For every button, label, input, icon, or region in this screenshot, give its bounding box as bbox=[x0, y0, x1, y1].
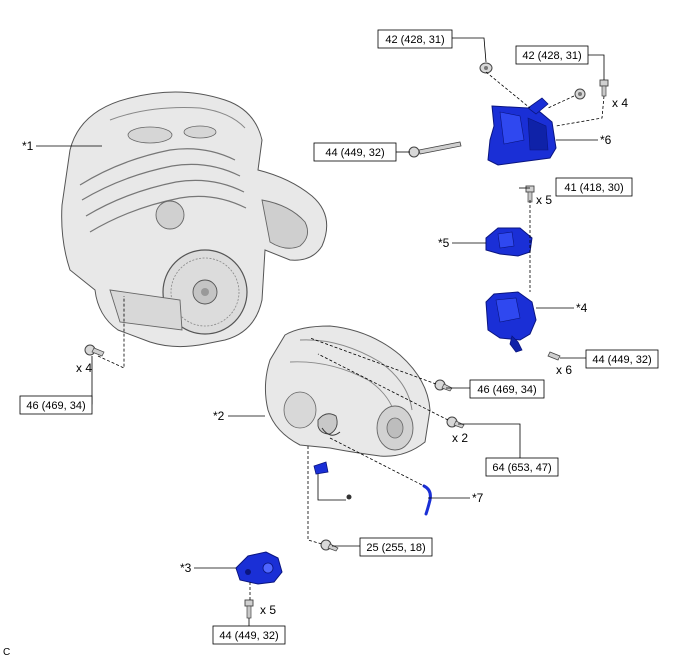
torque-box-10 bbox=[212, 625, 286, 645]
torque-box-9 bbox=[359, 537, 433, 557]
ref-label-6: *6 bbox=[600, 133, 612, 147]
torque-box-4 bbox=[555, 177, 633, 197]
qty-label-6: x 5 bbox=[260, 603, 276, 617]
callout-leader-lines bbox=[36, 37, 605, 626]
torque-label-7: 46 (469, 34) bbox=[477, 384, 536, 396]
wire-harness-cable bbox=[422, 484, 432, 516]
qty-label-5: x 2 bbox=[452, 431, 468, 445]
ref-label-1: *1 bbox=[22, 139, 34, 153]
illustration-code: C bbox=[3, 647, 10, 658]
torque-label-10: 44 (449, 32) bbox=[219, 630, 278, 642]
torque-label-9: 25 (255, 18) bbox=[366, 542, 425, 554]
engine-mount-bracket bbox=[485, 227, 533, 257]
bolt-transaxle-mount bbox=[547, 351, 561, 361]
torque-box-3 bbox=[313, 142, 397, 162]
bolt-engine-left bbox=[84, 344, 105, 357]
bolt-bottom-center bbox=[320, 539, 339, 552]
rear-mount-bracket bbox=[235, 551, 283, 585]
transaxle-illustration bbox=[264, 325, 431, 457]
transaxle-mount-insulator bbox=[485, 291, 537, 353]
torque-box-6 bbox=[19, 395, 93, 415]
torque-label-5: 44 (449, 32) bbox=[592, 354, 651, 366]
torque-label-3: 44 (449, 32) bbox=[325, 147, 384, 159]
qty-label-4: x 6 bbox=[556, 363, 572, 377]
ref-label-3: *3 bbox=[180, 561, 192, 575]
torque-text: 42 (428, 31) 42 (428, 31) 44 (449, 32) 4… bbox=[26, 34, 651, 642]
torque-label-1: 42 (428, 31) bbox=[385, 34, 444, 46]
bolt-transaxle-upper bbox=[434, 379, 453, 392]
qty-label-2: x 5 bbox=[536, 193, 552, 207]
torque-callouts bbox=[19, 29, 659, 645]
torque-box-8 bbox=[485, 457, 559, 477]
torque-label-8: 64 (653, 47) bbox=[492, 462, 551, 474]
ref-label-4: *4 bbox=[576, 301, 588, 315]
nut-top-right bbox=[574, 88, 586, 100]
part-reference-labels: *1 *2 *3 *4 *5 *6 *7 bbox=[22, 133, 612, 575]
assembly-guide-lines bbox=[97, 71, 605, 600]
torque-label-2: 42 (428, 31) bbox=[522, 50, 581, 62]
bolt-top-right bbox=[599, 79, 609, 97]
long-through-bolt bbox=[408, 141, 462, 158]
qty-label-3: x 4 bbox=[76, 361, 92, 375]
torque-box-5 bbox=[585, 349, 659, 369]
harness-clip bbox=[313, 461, 329, 475]
qty-label-1: x 4 bbox=[612, 96, 628, 110]
ref-label-5: *5 bbox=[438, 236, 450, 250]
quantity-labels: x 4 x 5 x 4 x 6 x 2 x 5 bbox=[76, 96, 628, 617]
nut-top-left bbox=[479, 62, 493, 74]
torque-label-4: 41 (418, 30) bbox=[564, 182, 623, 194]
engine-assembly-illustration bbox=[61, 91, 328, 348]
ref-label-7: *7 bbox=[472, 491, 484, 505]
ref-label-2: *2 bbox=[213, 409, 225, 423]
small-grommet-dot bbox=[346, 494, 352, 500]
bolt-transaxle-lower bbox=[446, 416, 465, 429]
bolt-rear-mount bbox=[244, 599, 254, 619]
torque-box-2 bbox=[515, 45, 589, 65]
torque-box-7 bbox=[469, 379, 545, 399]
torque-label-6: 46 (469, 34) bbox=[26, 400, 85, 412]
torque-box-1 bbox=[377, 29, 453, 49]
engine-mount-insulator bbox=[487, 97, 557, 166]
